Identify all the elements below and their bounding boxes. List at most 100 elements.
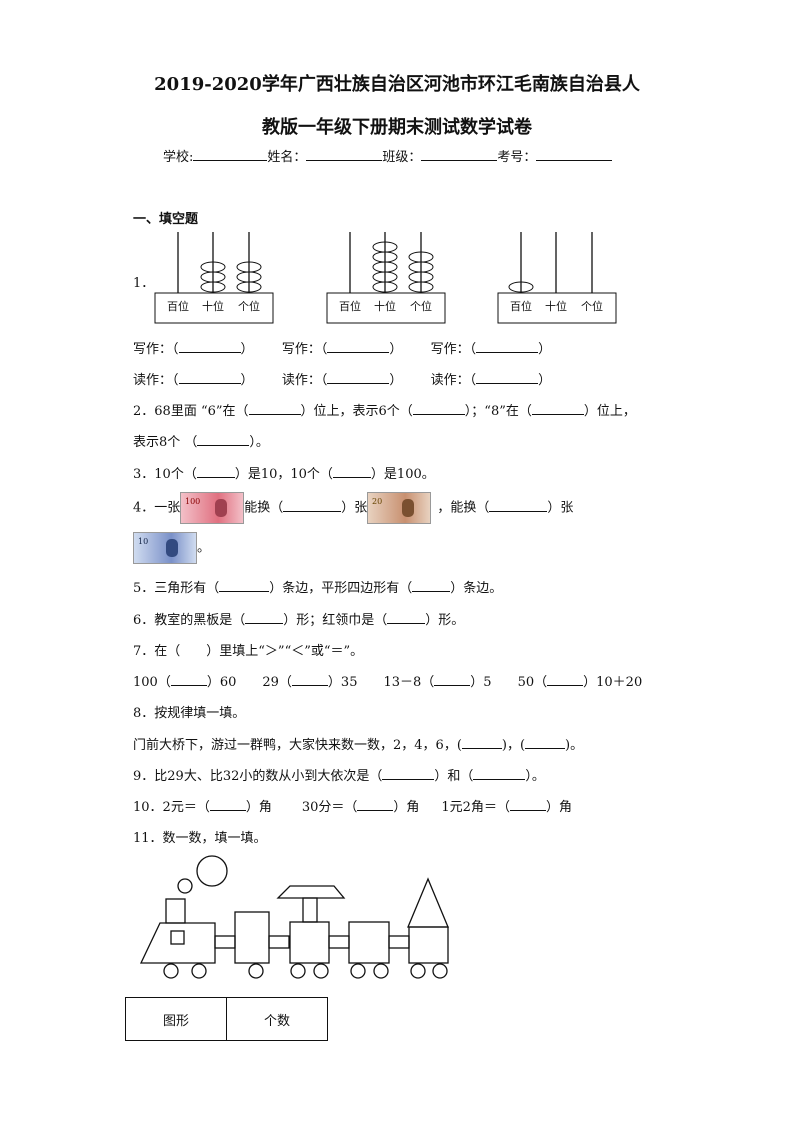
- q6-blank-2[interactable]: [387, 611, 426, 624]
- place-label: 十位: [545, 299, 567, 313]
- table-header-count: 个数: [226, 997, 328, 1041]
- wheel-circle: [313, 963, 329, 979]
- q7-items: 100（）60 29（）35 13－8（）5 50（）10＋20: [133, 671, 642, 690]
- q7-item-3: 13－8（）5: [383, 675, 492, 690]
- wheel-circle: [191, 963, 207, 979]
- q3-blank-1[interactable]: [196, 465, 235, 478]
- smoke-large-circle: [196, 855, 228, 887]
- abacus-bead: [408, 251, 434, 263]
- note-10-label: 10: [138, 537, 148, 546]
- q2-blank-4[interactable]: [197, 433, 250, 446]
- place-label: 百位: [339, 299, 361, 313]
- q4-blank-1[interactable]: [283, 499, 342, 512]
- number-blank[interactable]: [536, 148, 613, 161]
- tall-car-rect: [234, 911, 270, 964]
- q1-write-row: 写作：（） 写作：（） 写作：（）: [133, 338, 551, 357]
- q9-blank-2[interactable]: [473, 767, 526, 780]
- abacus-base: [326, 292, 446, 324]
- cab-window-square: [170, 930, 185, 945]
- abacus-2: 百位十位个位: [326, 232, 446, 324]
- q4-blank-2[interactable]: [489, 499, 548, 512]
- roof-trapezoid: [276, 885, 346, 899]
- place-label: 十位: [374, 299, 396, 313]
- q8-blank-2[interactable]: [525, 736, 566, 749]
- info-line: 学校:姓名：班级：考号：: [163, 146, 613, 165]
- banknote-100-image: 100: [180, 492, 245, 524]
- q6-blank-1[interactable]: [245, 611, 284, 624]
- shape-count-table: 图形 个数: [125, 997, 328, 1041]
- abacus-bead: [200, 261, 226, 273]
- abacus-figures: 百位十位个位百位十位个位百位十位个位: [154, 232, 617, 324]
- title-line-1: 2019-2020学年广西壮族自治区河池市环江毛南族自治县人: [154, 74, 640, 95]
- q2-blank-3[interactable]: [531, 402, 584, 415]
- abacus-3: 百位十位个位: [497, 232, 617, 324]
- q5-blank-2[interactable]: [412, 579, 451, 592]
- q7-instruction: 7．在（ ）里填上“＞”“＜”或“＝”。: [133, 644, 364, 659]
- q8-instruction: 8．按规律填一填。: [133, 706, 246, 721]
- q7-item-1: 100（）60: [133, 675, 237, 690]
- q2-blank-2[interactable]: [412, 402, 465, 415]
- abacus-base: [154, 292, 274, 324]
- smoke-small-circle: [177, 878, 193, 894]
- table-header-shape: 图形: [125, 997, 227, 1041]
- class-blank[interactable]: [421, 148, 498, 161]
- last-car-rect: [408, 926, 449, 964]
- triangle-roof: [407, 877, 449, 928]
- q3-line: 3．10个（）是10，10个（）是100。: [133, 465, 435, 482]
- q9-line: 9．比29大、比32小的数从小到大依次是（）和（）。: [133, 767, 545, 784]
- q10-blank-3[interactable]: [509, 798, 546, 811]
- q10-blank-2[interactable]: [357, 798, 394, 811]
- chimney-rect: [165, 898, 186, 924]
- q7-item-2: 29（）35: [262, 675, 358, 690]
- place-label: 十位: [202, 299, 224, 313]
- q1-write-2: 写作：（）: [281, 342, 403, 357]
- place-label: 百位: [167, 299, 189, 313]
- q8-blank-1[interactable]: [461, 736, 502, 749]
- number-label: 考号：: [497, 150, 537, 165]
- wheel-circle: [163, 963, 179, 979]
- q1-read-2: 读作：（）: [281, 373, 403, 388]
- q4-line-2: 10。: [133, 532, 210, 564]
- q2-line-2: 表示8个 （）。: [133, 433, 269, 450]
- q11-instruction: 11．数一数，填一填。: [133, 831, 267, 846]
- q9-blank-1[interactable]: [382, 767, 435, 780]
- school-label: 学校:: [163, 150, 194, 165]
- school-blank[interactable]: [193, 148, 268, 161]
- wheel-circle: [350, 963, 366, 979]
- abacus-1: 百位十位个位: [154, 232, 274, 324]
- q6-line: 6．教室的黑板是（）形；红领巾是（）形。: [133, 611, 465, 628]
- q5-blank-1[interactable]: [219, 579, 270, 592]
- abacus-bead: [508, 281, 534, 293]
- q7-item-4: 50（）10＋20: [517, 675, 643, 690]
- q3-blank-2[interactable]: [332, 465, 371, 478]
- q8-line: 门前大桥下，游过一群鸭，大家快来数一数，2，4，6，()，()。: [133, 736, 584, 753]
- train-figure: [139, 855, 449, 979]
- q1-write-1: 写作：（）: [133, 342, 254, 357]
- q1-read-row: 读作：（） 读作：（） 读作：（）: [133, 369, 551, 388]
- abacus-base: [497, 292, 617, 324]
- name-blank[interactable]: [306, 148, 383, 161]
- link-rect-1: [214, 935, 236, 949]
- place-label: 个位: [410, 299, 432, 313]
- place-label: 个位: [238, 299, 260, 313]
- place-label: 个位: [581, 299, 603, 313]
- name-label: 姓名：: [267, 150, 307, 165]
- note-100-label: 100: [185, 497, 200, 506]
- abacus-bead: [372, 241, 398, 253]
- q5-line: 5．三角形有（）条边，平形四边形有（）条边。: [133, 579, 503, 596]
- q1-read-1: 读作：（）: [133, 373, 254, 388]
- wheel-circle: [410, 963, 426, 979]
- car-rect: [348, 921, 390, 964]
- wheel-circle: [248, 963, 264, 979]
- banknote-10-image: 10: [133, 532, 197, 564]
- q2-blank-1[interactable]: [248, 402, 301, 415]
- abacus-bead: [236, 261, 262, 273]
- link-rect-2: [268, 935, 290, 949]
- wheel-circle: [290, 963, 306, 979]
- title-line-2: 教版一年级下册期末测试数学试卷: [262, 117, 532, 138]
- banknote-20-image: 20: [367, 492, 432, 524]
- wheel-circle: [432, 963, 448, 979]
- q10-blank-1[interactable]: [209, 798, 246, 811]
- link-rect-3: [328, 935, 350, 949]
- section-fill-in: 一、填空题: [133, 212, 199, 227]
